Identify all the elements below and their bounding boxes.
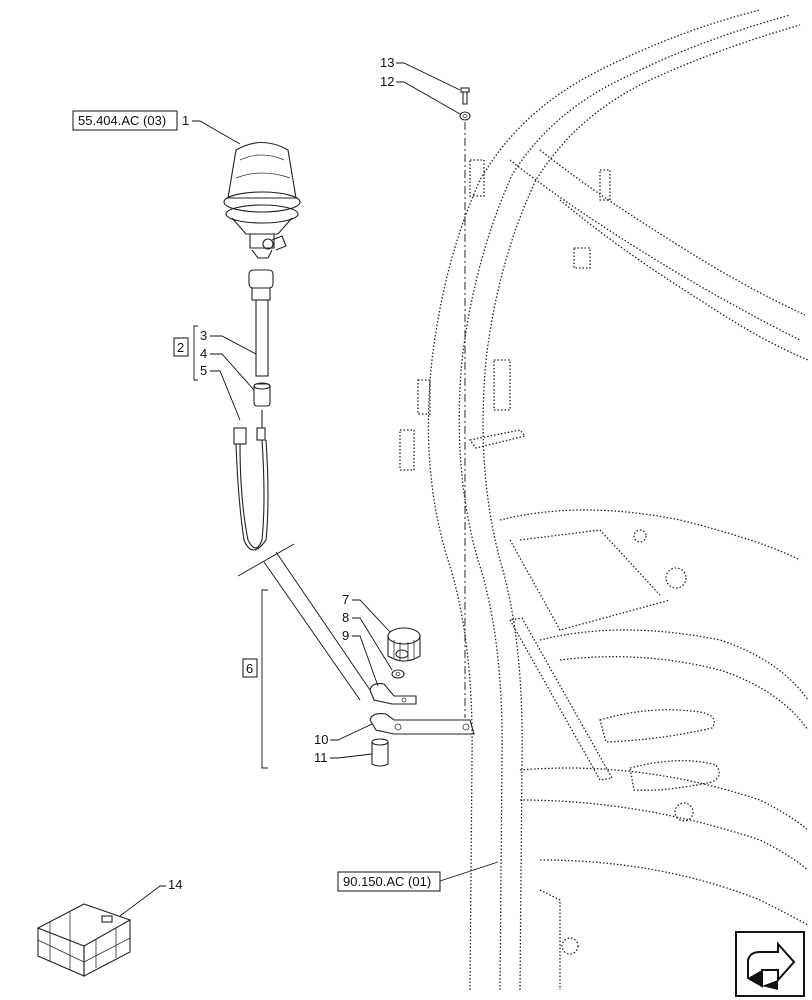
cut-line-top bbox=[237, 543, 295, 577]
bolt bbox=[460, 87, 470, 105]
cable-harness bbox=[233, 410, 269, 551]
reference-box-frame[interactable]: 90.150.AC (01) bbox=[337, 871, 441, 892]
group-label-2: 2 bbox=[177, 340, 184, 355]
group-2[interactable]: 2 bbox=[173, 325, 198, 381]
callout-3[interactable]: 3 bbox=[200, 328, 207, 343]
callout-12[interactable]: 12 bbox=[380, 74, 394, 89]
mount-bracket bbox=[369, 713, 475, 735]
leader-9 bbox=[352, 635, 379, 687]
clamp-knob bbox=[387, 627, 421, 662]
bolt-washer bbox=[459, 111, 471, 121]
callout-9[interactable]: 9 bbox=[342, 628, 349, 643]
leader-7 bbox=[352, 599, 391, 633]
reference-label-frame: 90.150.AC (01) bbox=[343, 874, 431, 889]
mast-tube bbox=[248, 269, 274, 377]
leader-1 bbox=[192, 120, 241, 145]
leader-10 bbox=[330, 723, 373, 741]
cab-frame bbox=[399, 9, 809, 991]
callout-11[interactable]: 11 bbox=[314, 750, 328, 765]
leader-13 bbox=[396, 62, 461, 91]
crate-kit bbox=[36, 903, 132, 977]
leader-11 bbox=[330, 753, 373, 759]
callout-7[interactable]: 7 bbox=[342, 592, 349, 607]
leader-14 bbox=[119, 885, 166, 917]
cut-line-2 bbox=[275, 551, 371, 691]
clamp-upper bbox=[369, 683, 417, 705]
leader-3 bbox=[210, 335, 257, 355]
callout-14[interactable]: 14 bbox=[168, 877, 182, 892]
callout-4[interactable]: 4 bbox=[200, 346, 207, 361]
callout-10[interactable]: 10 bbox=[314, 732, 328, 747]
cut-line-1 bbox=[263, 561, 361, 701]
reference-label-lamp: 55.404.AC (03) bbox=[78, 113, 166, 128]
leader-frame-ref bbox=[439, 861, 499, 882]
group-6[interactable]: 6 bbox=[242, 589, 268, 769]
sleeve bbox=[371, 738, 389, 767]
next-page-arrow-icon[interactable] bbox=[735, 931, 805, 997]
beacon-lamp bbox=[223, 141, 301, 259]
callout-1[interactable]: 1 bbox=[182, 113, 189, 128]
callout-13[interactable]: 13 bbox=[380, 55, 394, 70]
reference-box-lamp[interactable]: 55.404.AC (03) bbox=[72, 110, 178, 131]
callout-8[interactable]: 8 bbox=[342, 610, 349, 625]
leader-12 bbox=[396, 81, 461, 115]
group-label-6: 6 bbox=[246, 661, 253, 676]
callout-5[interactable]: 5 bbox=[200, 363, 207, 378]
washer bbox=[391, 669, 405, 679]
bushing bbox=[253, 382, 271, 407]
leader-8 bbox=[352, 617, 393, 671]
leader-4 bbox=[210, 353, 255, 391]
leader-5 bbox=[210, 370, 241, 421]
